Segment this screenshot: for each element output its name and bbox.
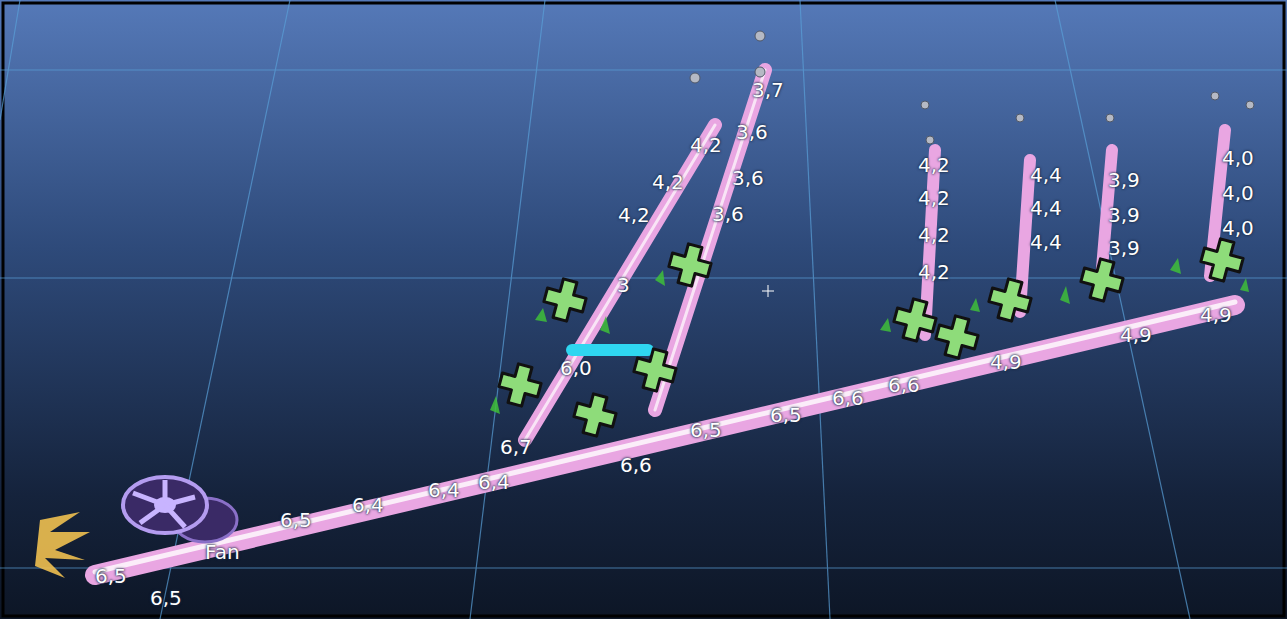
value-label: 3 bbox=[617, 275, 630, 295]
value-label: 4,9 bbox=[1200, 305, 1232, 325]
value-label: 6,6 bbox=[888, 375, 920, 395]
value-label: 4,4 bbox=[1030, 165, 1062, 185]
value-label: 6,5 bbox=[150, 588, 182, 608]
value-label: 6,4 bbox=[352, 495, 384, 515]
value-label: 3,6 bbox=[712, 204, 744, 224]
value-label: 4,2 bbox=[618, 205, 650, 225]
value-label: 4,0 bbox=[1222, 148, 1254, 168]
value-label: 6,6 bbox=[832, 388, 864, 408]
value-label: 6,5 bbox=[95, 566, 127, 586]
value-label: 4,9 bbox=[1120, 325, 1152, 345]
value-label: 6,4 bbox=[428, 480, 460, 500]
value-label: 4,4 bbox=[1030, 198, 1062, 218]
value-label: 3,6 bbox=[732, 168, 764, 188]
fan-label: Fan bbox=[205, 542, 240, 562]
value-label: 3,6 bbox=[736, 122, 768, 142]
value-label: 6,5 bbox=[690, 420, 722, 440]
value-label: 6,5 bbox=[280, 510, 312, 530]
value-label: 4,2 bbox=[918, 155, 950, 175]
value-label: 4,0 bbox=[1222, 218, 1254, 238]
value-label: 6,6 bbox=[620, 455, 652, 475]
value-label: 3,9 bbox=[1108, 170, 1140, 190]
value-label: 6,7 bbox=[500, 437, 532, 457]
value-label: 3,9 bbox=[1108, 205, 1140, 225]
value-label: 4,2 bbox=[918, 225, 950, 245]
value-label: 3,7 bbox=[752, 80, 784, 100]
value-label: 3,9 bbox=[1108, 238, 1140, 258]
value-label: 4,9 bbox=[990, 352, 1022, 372]
value-label: 4,2 bbox=[652, 172, 684, 192]
value-label: 4,2 bbox=[918, 262, 950, 282]
value-label: 4,4 bbox=[1030, 232, 1062, 252]
value-label: 6,5 bbox=[770, 405, 802, 425]
value-label: 6,0 bbox=[560, 358, 592, 378]
value-label: 6,4 bbox=[478, 472, 510, 492]
value-label: 4,0 bbox=[1222, 183, 1254, 203]
value-label: 4,2 bbox=[690, 135, 722, 155]
value-label: 4,2 bbox=[918, 188, 950, 208]
